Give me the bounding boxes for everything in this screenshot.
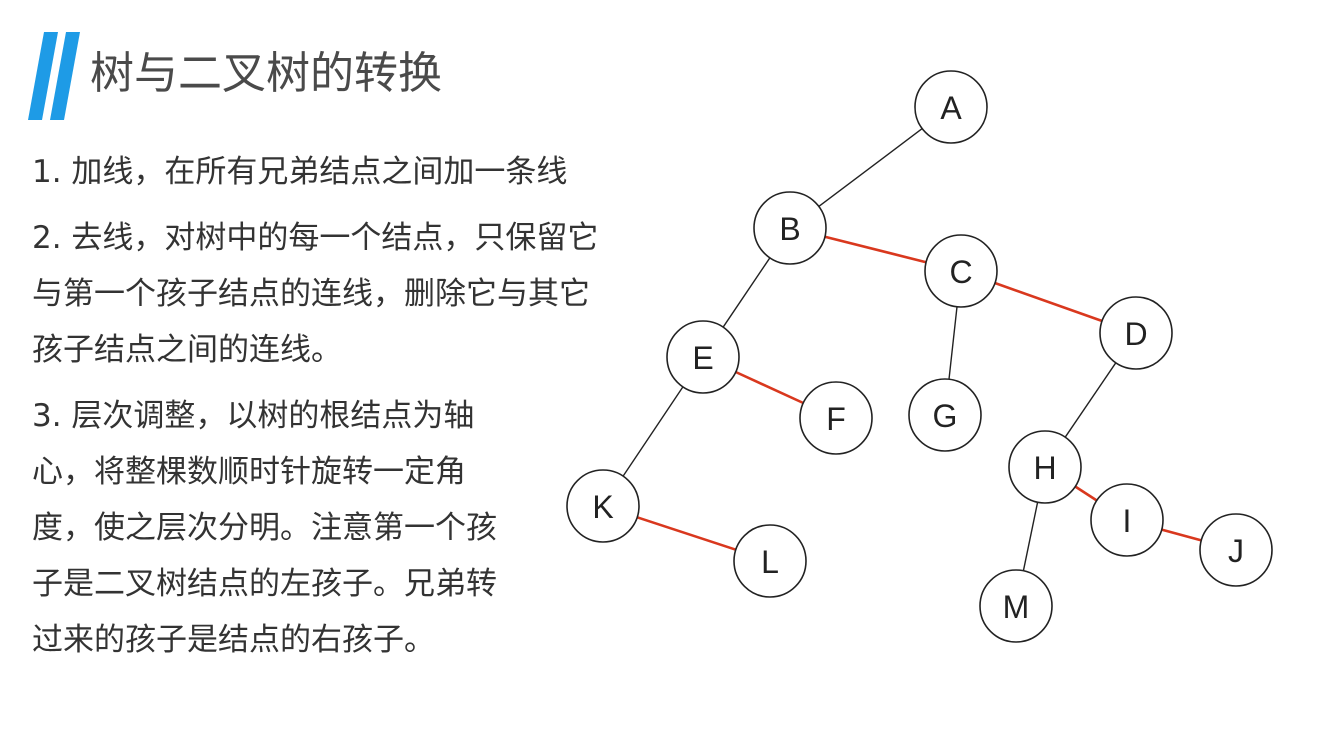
- sibling-edge-e-f: [735, 370, 804, 405]
- tree-node-label: E: [692, 340, 713, 376]
- tree-node-circle: [733, 524, 807, 598]
- tree-node-l: L: [733, 524, 807, 598]
- step-3-text: 3. 层次调整，以树的根结点为轴心，将整棵数顺时针旋转一定角度，使之层次分明。注…: [32, 398, 497, 658]
- child-edge-b-e: [722, 257, 771, 328]
- tree-node-circle: [979, 569, 1053, 643]
- tree-node-h: H: [1008, 430, 1082, 504]
- tree-node-circle: [753, 191, 827, 265]
- tree-edges: [622, 128, 1202, 571]
- tree-node-circle: [566, 469, 640, 543]
- tree-node-f: F: [799, 381, 873, 455]
- tree-node-label: K: [592, 489, 613, 525]
- tree-node-j: J: [1199, 513, 1273, 587]
- sibling-edge-h-i: [1074, 485, 1098, 502]
- sibling-edge-b-c: [824, 235, 927, 264]
- tree-node-circle: [924, 234, 998, 308]
- step-2-text: 2. 去线，对树中的每一个结点，只保留它与第一个孩子结点的连线，删除它与其它孩子…: [32, 220, 599, 368]
- tree-node-label: D: [1124, 316, 1147, 352]
- tree-node-i: I: [1090, 483, 1164, 557]
- child-edge-e-k: [622, 386, 684, 477]
- tree-node-b: B: [753, 191, 827, 265]
- tree-node-m: M: [979, 569, 1053, 643]
- tree-node-circle: [1008, 430, 1082, 504]
- tree-node-circle: [1090, 483, 1164, 557]
- tree-node-circle: [1199, 513, 1273, 587]
- child-edge-a-b: [818, 128, 923, 207]
- sibling-edge-c-d: [994, 281, 1103, 323]
- tree-nodes: A B C D E F G H I J K L M: [566, 70, 1273, 643]
- tree-node-label: J: [1228, 533, 1244, 569]
- steps-list: 1. 加线，在所有兄弟结点之间加一条线 2. 去线，对树中的每一个结点，只保留它…: [32, 144, 612, 668]
- tree-node-label: M: [1003, 589, 1030, 625]
- child-edge-d-h: [1064, 362, 1117, 438]
- sibling-edge-k-l: [636, 516, 737, 551]
- tree-node-label: G: [933, 398, 958, 434]
- tree-node-c: C: [924, 234, 998, 308]
- child-edge-h-m: [1022, 502, 1039, 571]
- tree-node-circle: [908, 378, 982, 452]
- tree-node-label: I: [1123, 503, 1132, 539]
- tree-node-circle: [666, 320, 740, 394]
- tree-node-label: C: [949, 254, 972, 290]
- tree-node-circle: [799, 381, 873, 455]
- page-title: 树与二叉树的转换: [90, 48, 442, 99]
- step-1-text: 1. 加线，在所有兄弟结点之间加一条线: [32, 154, 568, 190]
- sibling-edge-i-j: [1161, 528, 1202, 542]
- tree-node-circle: [1099, 296, 1173, 370]
- tree-node-label: H: [1033, 450, 1056, 486]
- tree-node-e: E: [666, 320, 740, 394]
- tree-node-label: F: [826, 401, 846, 437]
- tree-node-k: K: [566, 469, 640, 543]
- tree-node-g: G: [908, 378, 982, 452]
- tree-node-d: D: [1099, 296, 1173, 370]
- tree-node-label: L: [761, 544, 779, 580]
- title-accent-mark: [28, 32, 80, 120]
- child-edge-c-g: [948, 306, 958, 380]
- tree-node-label: A: [940, 90, 962, 126]
- tree-node-label: B: [779, 211, 800, 247]
- tree-node-a: A: [914, 70, 988, 144]
- tree-node-circle: [914, 70, 988, 144]
